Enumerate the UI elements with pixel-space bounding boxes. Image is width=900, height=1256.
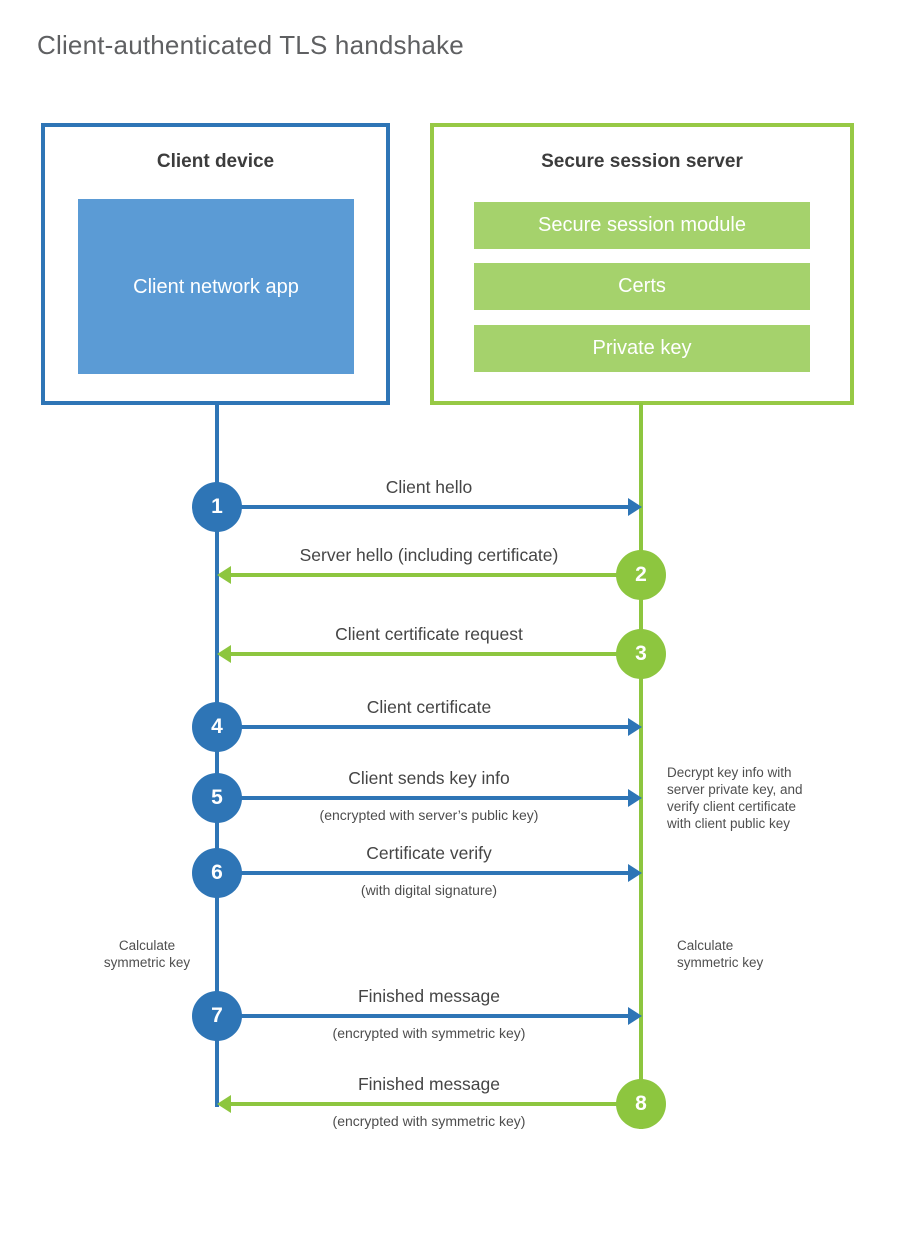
step-circle: 3	[616, 629, 666, 679]
arrowhead-left-icon	[217, 645, 231, 663]
step-number: 4	[211, 715, 223, 738]
arrow-line	[217, 871, 628, 875]
arrowhead-left-icon	[217, 566, 231, 584]
step-sublabel: (encrypted with server’s public key)	[319, 807, 539, 823]
step-number: 7	[211, 1004, 223, 1027]
page-title: Client-authenticated TLS handshake	[37, 30, 464, 60]
step-sublabel: (encrypted with symmetric key)	[332, 1113, 526, 1129]
step-circle: 7	[192, 991, 242, 1041]
arrowhead-right-icon	[628, 1007, 642, 1025]
arrowhead-right-icon	[628, 498, 642, 516]
note-line: server private key, and	[667, 782, 803, 797]
note-line: Calculate	[677, 938, 734, 953]
step-circle: 4	[192, 702, 242, 752]
arrowhead-right-icon	[628, 718, 642, 736]
step-label: Certificate verify	[366, 843, 492, 863]
step-circle: 5	[192, 773, 242, 823]
step-number: 1	[211, 495, 223, 518]
note-line: symmetric key	[103, 955, 191, 970]
arrow-line	[217, 725, 628, 729]
server-decrypt-note: Decrypt key info with server private key…	[667, 764, 842, 832]
step-circle: 8	[616, 1079, 666, 1129]
step-label: Client certificate request	[335, 624, 523, 644]
client-network-app-box: Client network app	[78, 199, 354, 374]
server-module-private-key: Private key	[474, 325, 810, 372]
note-line: Decrypt key info with	[667, 765, 792, 780]
note-line: symmetric key	[677, 955, 764, 970]
step-circle: 6	[192, 848, 242, 898]
note-line: verify client certificate	[667, 799, 797, 814]
client-device-title: Client device	[156, 151, 275, 172]
step-label: Finished message	[357, 1074, 501, 1094]
server-module-secure-session: Secure session module	[474, 202, 810, 249]
step-number: 3	[635, 642, 647, 665]
step-label: Client certificate	[366, 697, 492, 717]
client-calc-symmetric-key-note: Calculate symmetric key	[67, 937, 227, 971]
secure-session-server-title: Secure session server	[541, 151, 743, 172]
step-circle: 2	[616, 550, 666, 600]
arrow-line	[217, 1014, 628, 1018]
arrow-line	[231, 1102, 641, 1106]
step-label: Finished message	[357, 986, 501, 1006]
arrow-line	[231, 652, 641, 656]
arrowhead-right-icon	[628, 864, 642, 882]
step-label: Server hello (including certificate)	[299, 545, 559, 565]
note-line: Calculate	[118, 938, 176, 953]
arrow-line	[217, 796, 628, 800]
step-label: Client sends key info	[348, 768, 510, 788]
step-number: 5	[211, 786, 223, 809]
step-sublabel: (encrypted with symmetric key)	[332, 1025, 526, 1041]
arrow-line	[231, 573, 641, 577]
step-number: 6	[211, 861, 223, 884]
server-module-certs: Certs	[474, 263, 810, 310]
arrowhead-right-icon	[628, 789, 642, 807]
arrow-line	[217, 505, 628, 509]
step-number: 2	[635, 563, 647, 586]
step-number: 8	[635, 1092, 647, 1115]
arrowhead-left-icon	[217, 1095, 231, 1113]
client-lifeline	[215, 403, 219, 1107]
step-circle: 1	[192, 482, 242, 532]
step-sublabel: (with digital signature)	[360, 882, 498, 898]
note-line: with client public key	[667, 816, 791, 831]
server-calc-symmetric-key-note: Calculate symmetric key	[677, 937, 837, 971]
server-lifeline	[639, 403, 643, 1129]
step-label: Client hello	[385, 477, 473, 497]
